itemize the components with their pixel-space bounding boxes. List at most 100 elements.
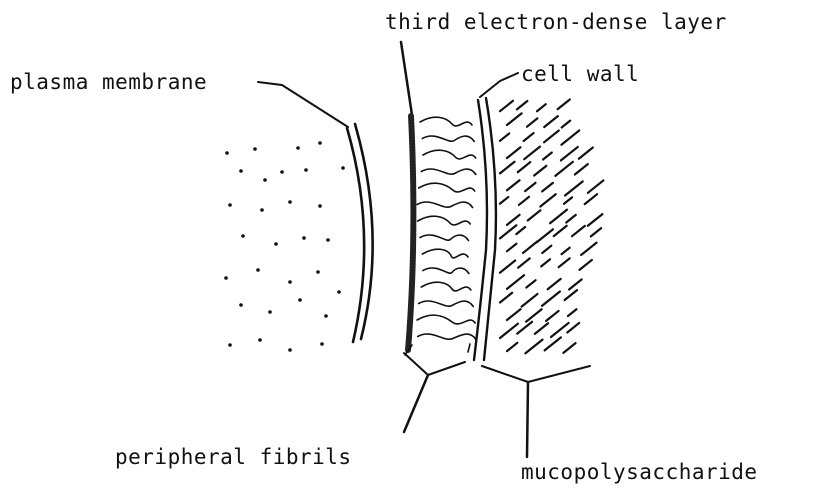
hatch-stroke [581, 243, 596, 255]
hatch-stroke [500, 225, 516, 238]
peripheral-fibril [418, 334, 476, 340]
hatch-stroke [523, 242, 537, 253]
hatch-stroke [527, 118, 537, 126]
hatch-stroke [507, 147, 520, 158]
cytoplasm-dot [316, 270, 320, 274]
hatch-stroke [575, 164, 588, 174]
hatch-stroke [551, 323, 569, 337]
hatch-stroke [559, 258, 570, 267]
hatch-stroke [572, 226, 585, 236]
leader-line-cell-wall [480, 73, 518, 97]
hatch-stroke [507, 275, 524, 289]
hatch-stroke [537, 229, 553, 242]
hatch-stroke [544, 116, 558, 127]
label-mucopolysaccharide: mucopolysaccharide [521, 462, 758, 483]
hatch-stroke [524, 147, 540, 160]
hatch-stroke [542, 183, 553, 192]
hatch-stroke [550, 210, 567, 224]
hatch-stroke [500, 133, 509, 140]
hatch-stroke [565, 181, 583, 195]
cytoplasm-dot [239, 169, 243, 173]
cytoplasm-dot [288, 280, 292, 284]
hatch-stroke [562, 248, 570, 254]
hatch-stroke [563, 343, 575, 353]
cytoplasm-dots [224, 141, 345, 352]
cytoplasm-dot [241, 234, 245, 238]
hatch-stroke [526, 280, 535, 287]
label-peripheral-fibrils: peripheral fibrils [115, 447, 352, 468]
peripheral-fibril [423, 150, 476, 159]
hatch-stroke [534, 166, 546, 176]
label-plasma-membrane: plasma membrane [10, 72, 207, 93]
hatch-stroke [565, 290, 577, 300]
hatch-stroke [525, 340, 542, 354]
label-third-electron-dense-layer: third electron-dense layer [385, 12, 727, 33]
peripheral-fibril [423, 268, 469, 274]
cytoplasm-dot [268, 310, 272, 314]
cell-wall-left-line [474, 100, 487, 360]
cytoplasm-dot [296, 146, 300, 150]
hatch-stroke [567, 323, 579, 333]
cytoplasm-dot [263, 178, 267, 182]
hatch-stroke [500, 293, 512, 303]
cytoplasm-dot [341, 166, 345, 170]
cytoplasm-dot [260, 208, 264, 212]
peripheral-fibril [417, 202, 472, 208]
hatch-stroke [522, 294, 538, 307]
hatch-stroke [568, 309, 577, 316]
hatch-stroke [507, 343, 517, 351]
hatch-stroke [500, 324, 518, 338]
hatch-stroke [507, 215, 520, 225]
hatch-stroke [516, 227, 525, 234]
hatch-stroke [540, 194, 555, 206]
cytoplasm-dot [302, 236, 306, 240]
peripheral-fibril [419, 301, 474, 307]
cytoplasm-dot [288, 348, 292, 352]
peripheral-fibril [418, 216, 471, 225]
hatch-stroke [525, 183, 535, 191]
hatch-stroke [517, 101, 527, 109]
cytoplasm-dot [298, 298, 302, 302]
leader-line-plasma-membrane [258, 82, 348, 127]
hatch-stroke [541, 259, 550, 266]
hatch-stroke [566, 215, 576, 223]
cytoplasm-dot [228, 203, 232, 207]
hatch-stroke [500, 197, 508, 204]
cytoplasm-dot [318, 141, 322, 145]
hatch-stroke [542, 246, 551, 253]
leader-line-peripheral-fibrils [404, 375, 428, 432]
hatch-stroke [558, 99, 570, 109]
cytoplasm-dot [304, 168, 308, 172]
hatch-stroke [500, 261, 515, 273]
hatch-stroke [543, 152, 552, 159]
leader-line-mucopolysaccharide [527, 382, 528, 457]
hatch-stroke [519, 197, 529, 205]
hatch-stroke [564, 197, 572, 203]
hatch-stroke [569, 279, 582, 289]
leader-bracket-mucopolysaccharide [482, 366, 590, 382]
hatch-stroke [544, 131, 559, 143]
hatch-stroke [588, 180, 603, 192]
hatch-stroke [518, 258, 530, 267]
hatch-stroke [528, 210, 541, 220]
peripheral-fibril [421, 169, 476, 175]
cytoplasm-dot [239, 303, 243, 307]
hatch-stroke [517, 322, 532, 334]
cytoplasm-dot [320, 342, 324, 346]
hatch-stroke [507, 180, 520, 190]
leader-bracket-peripheral-fibrils [404, 353, 465, 375]
hatch-stroke [507, 244, 516, 251]
cytoplasm-dot [318, 204, 322, 208]
cytoplasm-dot [274, 242, 278, 246]
hatch-stroke [554, 226, 567, 236]
hatch-stroke [561, 130, 579, 144]
cytoplasm-dot [228, 343, 232, 347]
hatch-stroke [561, 147, 578, 160]
cytoplasm-dot [253, 147, 257, 151]
hatch-stroke [518, 162, 531, 172]
hatch-stroke [535, 323, 548, 334]
cytoplasm-dot [225, 151, 229, 155]
third-electron-dense-layer [408, 116, 413, 350]
hatch-stroke [507, 113, 522, 125]
hatch-stroke [588, 214, 603, 226]
